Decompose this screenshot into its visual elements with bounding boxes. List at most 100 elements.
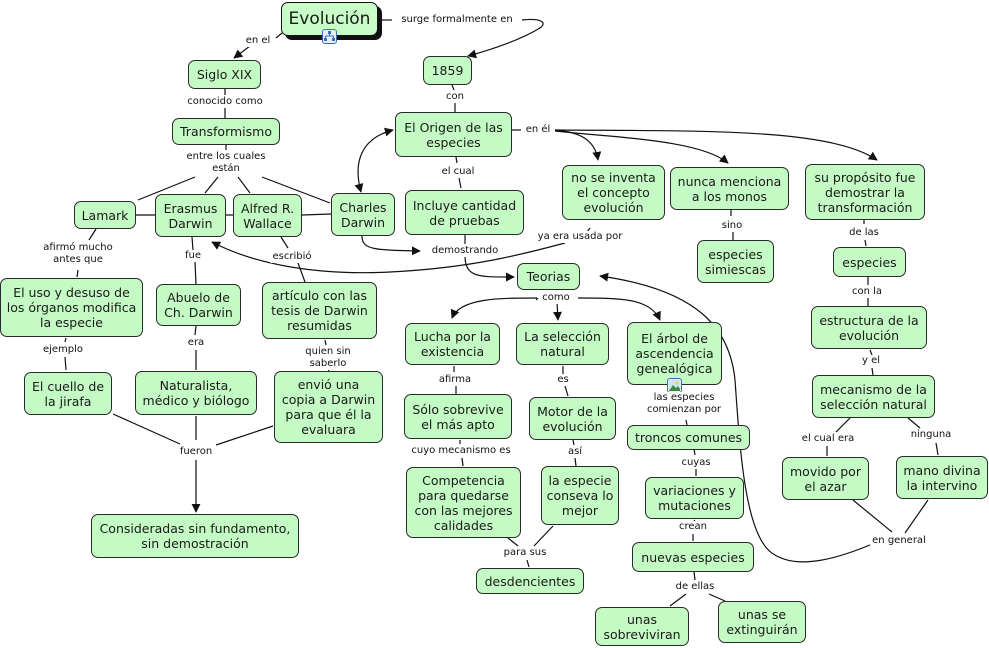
node-no-inventa[interactable]: no se inventa el concepto evolución	[562, 165, 665, 220]
link-line	[88, 228, 97, 241]
node-envio[interactable]: envió una copia a Darwin para que él la …	[274, 371, 383, 443]
node-label: Siglo XIX	[196, 67, 253, 82]
node-label: no se inventa el concepto evolución	[571, 170, 656, 215]
link-label[interactable]: y el	[859, 355, 883, 367]
node-sobrevive[interactable]: Sólo sobrevive el más apto	[404, 394, 512, 439]
node-erasmus[interactable]: Erasmus Darwin	[155, 194, 226, 237]
node-label: movido por el azar	[790, 463, 861, 494]
link-label[interactable]: cuyo mecanismo es	[409, 445, 513, 457]
node-incluye[interactable]: Incluye cantidad de pruebas	[405, 190, 524, 235]
link-label[interactable]: de las	[847, 227, 881, 239]
node-label: nunca menciona a los monos	[677, 173, 782, 204]
node-uso-desuso[interactable]: El uso y desuso de los órganos modifica …	[0, 278, 143, 337]
node-label: mecanismo de la selección natural	[820, 381, 927, 412]
link-label[interactable]: con la	[849, 286, 885, 298]
node-arbol[interactable]: El árbol de ascendencia genealógica	[627, 322, 722, 385]
link-line	[361, 235, 421, 256]
link-label[interactable]: con	[444, 91, 466, 103]
node-label: especies	[842, 254, 897, 270]
node-troncos[interactable]: troncos comunes	[627, 425, 750, 450]
link-label[interactable]: cuyas	[679, 457, 713, 469]
node-mano-divina[interactable]: mano divina la intervino	[896, 456, 988, 499]
link-label[interactable]: en el	[243, 35, 273, 47]
node-nunca-monos[interactable]: nunca menciona a los monos	[670, 167, 789, 210]
link-label[interactable]: ya era usada por	[535, 231, 625, 243]
node-desdencientes[interactable]: desdencientes	[476, 568, 584, 594]
link-label[interactable]: en general	[870, 535, 928, 547]
link-label[interactable]: de ellas	[673, 581, 717, 593]
node-extinguiran[interactable]: unas se extinguirán	[718, 601, 806, 643]
node-competencia[interactable]: Competencia para quedarse con las mejore…	[406, 467, 521, 538]
node-transformismo[interactable]: Transformismo	[172, 118, 280, 145]
concept-map-icon[interactable]	[322, 29, 337, 44]
node-proposito[interactable]: su propósito fue demostrar la transforma…	[805, 164, 925, 220]
link-label[interactable]: afirmó mucho antes que	[41, 242, 115, 266]
link-label[interactable]: conocido como	[185, 96, 265, 108]
link-label[interactable]: surge formalmente en	[399, 14, 515, 26]
node-teorias[interactable]: Teorias	[517, 263, 580, 290]
node-label: Lamark	[81, 207, 129, 223]
link-label[interactable]: sino	[719, 220, 745, 232]
node-variaciones[interactable]: variaciones y mutaciones	[645, 477, 744, 519]
link-label[interactable]: escribió	[270, 251, 314, 263]
image-icon[interactable]	[667, 378, 682, 393]
node-wallace[interactable]: Alfred R. Wallace	[233, 194, 302, 237]
link-label[interactable]: era	[185, 337, 207, 349]
link-label[interactable]: para sus	[501, 547, 549, 559]
link-line	[572, 439, 575, 446]
link-label[interactable]: las especies comienzan por	[644, 392, 724, 416]
link-label[interactable]: ejemplo	[40, 344, 86, 356]
node-motor[interactable]: Motor de la evolución	[529, 397, 616, 440]
node-origen[interactable]: El Origen de las especies	[395, 112, 512, 157]
node-label: Alfred R. Wallace	[240, 200, 295, 231]
node-consideradas[interactable]: Consideradas sin fundamento, sin demostr…	[91, 514, 299, 558]
node-label: estructura de la evolución	[819, 312, 919, 343]
link-line	[467, 18, 544, 59]
link-line	[526, 559, 530, 568]
node-lucha[interactable]: Lucha por la existencia	[405, 323, 500, 365]
node-especies[interactable]: especies	[833, 247, 906, 277]
node-siglo-xix[interactable]: Siglo XIX	[188, 60, 261, 89]
node-seleccion[interactable]: La selección natural	[516, 323, 609, 365]
node-jirafa[interactable]: El cuello de la jirafa	[24, 372, 112, 415]
link-line	[354, 127, 394, 193]
link-line	[301, 213, 332, 216]
node-abuelo[interactable]: Abuelo de Ch. Darwin	[156, 284, 241, 326]
link-label[interactable]: demostrando	[429, 245, 501, 257]
link-label[interactable]: crean	[676, 521, 710, 533]
node-conserva[interactable]: la especie conseva lo mejor	[541, 466, 619, 525]
link-label[interactable]: fue	[182, 250, 204, 262]
link-line	[852, 499, 893, 533]
link-label[interactable]: afirma	[436, 374, 474, 386]
link-line	[553, 301, 563, 321]
link-label[interactable]: fueron	[177, 446, 215, 458]
link-label[interactable]: como	[540, 292, 572, 304]
node-estructura[interactable]: estructura de la evolución	[811, 306, 927, 349]
node-nuevas[interactable]: nuevas especies	[632, 542, 754, 572]
node-sobreviviran[interactable]: unas sobreviviran	[595, 607, 689, 646]
node-label: El Origen de las especies	[404, 119, 503, 150]
link-line	[554, 129, 878, 161]
node-mecanismo[interactable]: mecanismo de la selección natural	[812, 375, 935, 418]
link-line	[864, 239, 867, 247]
link-label[interactable]: entre los cuales están	[184, 151, 268, 175]
link-label[interactable]: el cual	[439, 166, 477, 178]
node-simiescas[interactable]: especies simiescas	[697, 240, 774, 283]
link-line	[450, 297, 538, 319]
node-label: variaciones y mutaciones	[653, 483, 736, 513]
node-lamark[interactable]: Lamark	[74, 201, 136, 229]
node-charles[interactable]: Charles Darwin	[331, 193, 395, 236]
link-label[interactable]: así	[565, 446, 585, 458]
link-line	[137, 176, 196, 201]
link-label[interactable]: en él	[523, 124, 553, 136]
node-1859[interactable]: 1859	[423, 56, 472, 85]
node-naturalista[interactable]: Naturalista, médico y biólogo	[135, 371, 257, 415]
node-articulo[interactable]: artículo con las tesis de Darwin resumid…	[262, 282, 377, 339]
link-label[interactable]: es	[555, 374, 571, 386]
node-azar[interactable]: movido por el azar	[782, 457, 869, 500]
link-line	[194, 261, 197, 285]
link-label[interactable]: el cual era	[799, 433, 857, 445]
link-line	[507, 537, 519, 547]
link-label[interactable]: quien sin saberlo	[303, 346, 353, 370]
link-label[interactable]: ninguna	[908, 429, 954, 441]
